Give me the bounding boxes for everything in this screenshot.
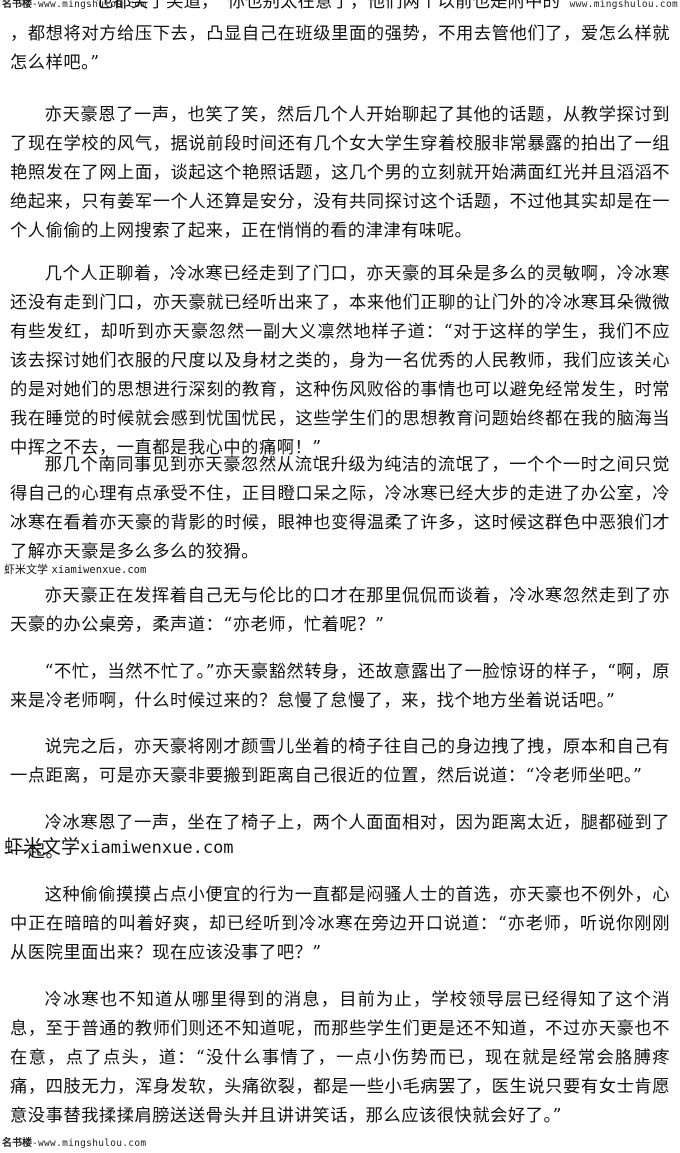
- paragraph-continuation: ，都想将对方给压下去，凸显自己在班级里面的强势，不用去管他们了，爱怎么样就怎么样…: [10, 24, 670, 73]
- large-watermark-brand: 虾米文学: [4, 836, 81, 858]
- bottom-watermark-url: -www.mingshulou.com: [32, 1138, 147, 1149]
- bottom-watermark-brand: 名书楼: [2, 1138, 32, 1149]
- mid-watermark: 虾米文学 xiamiwenxue.com: [4, 563, 146, 577]
- top-watermark-brand: 名书楼: [2, 0, 32, 10]
- bottom-watermark: 名书楼-www.mingshulou.com: [2, 1137, 146, 1151]
- paragraph: 那几个南同事见到亦天豪忽然从流氓升级为纯洁的流氓了，一个个一时之间只觉得自己的心…: [10, 455, 670, 562]
- paragraph: 冷冰寒恩了一声，坐在了椅子上，两个人面面相对，因为距离太近，腿都碰到了一起。: [10, 813, 670, 862]
- paragraph: 亦天豪恩了一声，也笑了笑，然后几个人开始聊起了其他的话题，从教学探讨到了现在学校…: [10, 105, 670, 241]
- paragraph: 冷冰寒也不知道从哪里得到的消息，目前为止，学校领导层已经得知了这个消息，至于普通…: [10, 990, 670, 1126]
- mid-watermark-brand: 虾米文学: [4, 563, 48, 576]
- top-watermark-url: -www.mingshulou.com: [32, 0, 147, 10]
- paragraph: 这种偷偷摸摸占点小便宜的行为一直都是闷骚人士的首选，亦天豪也不例外，心中正在暗暗…: [10, 885, 670, 963]
- paragraph: 亦天豪正在发挥着自己无与伦比的口才在那里侃侃而谈着，冷冰寒忽然走到了亦天豪的办公…: [10, 586, 670, 635]
- mid-watermark-url: xiamiwenxue.com: [51, 564, 147, 576]
- cut-off-top-line: 也都笑了笑道，“你也别太在意了，他们两个以前也是附中的”: [96, 0, 569, 11]
- large-watermark: 虾米文学xiamiwenxue.com: [4, 835, 234, 859]
- paragraph: 几个人正聊着，冷冰寒已经走到了门口，亦天豪的耳朵是多么的灵敏啊，冷冰寒还没有走到…: [10, 264, 670, 458]
- paragraph: 说完之后，亦天豪将刚才颜雪儿坐着的椅子往自己的身边拽了拽，原本和自己有一点距离，…: [10, 737, 670, 786]
- top-right-watermark-url: www.mingshulou.com: [569, 0, 678, 10]
- paragraph: “不忙，当然不忙了。”亦天豪豁然转身，还故意露出了一脸惊讶的样子，“啊，原来是冷…: [10, 662, 670, 711]
- top-watermark: 名书楼-www.mingshulou.com: [2, 0, 146, 12]
- large-watermark-url: xiamiwenxue.com: [80, 838, 234, 858]
